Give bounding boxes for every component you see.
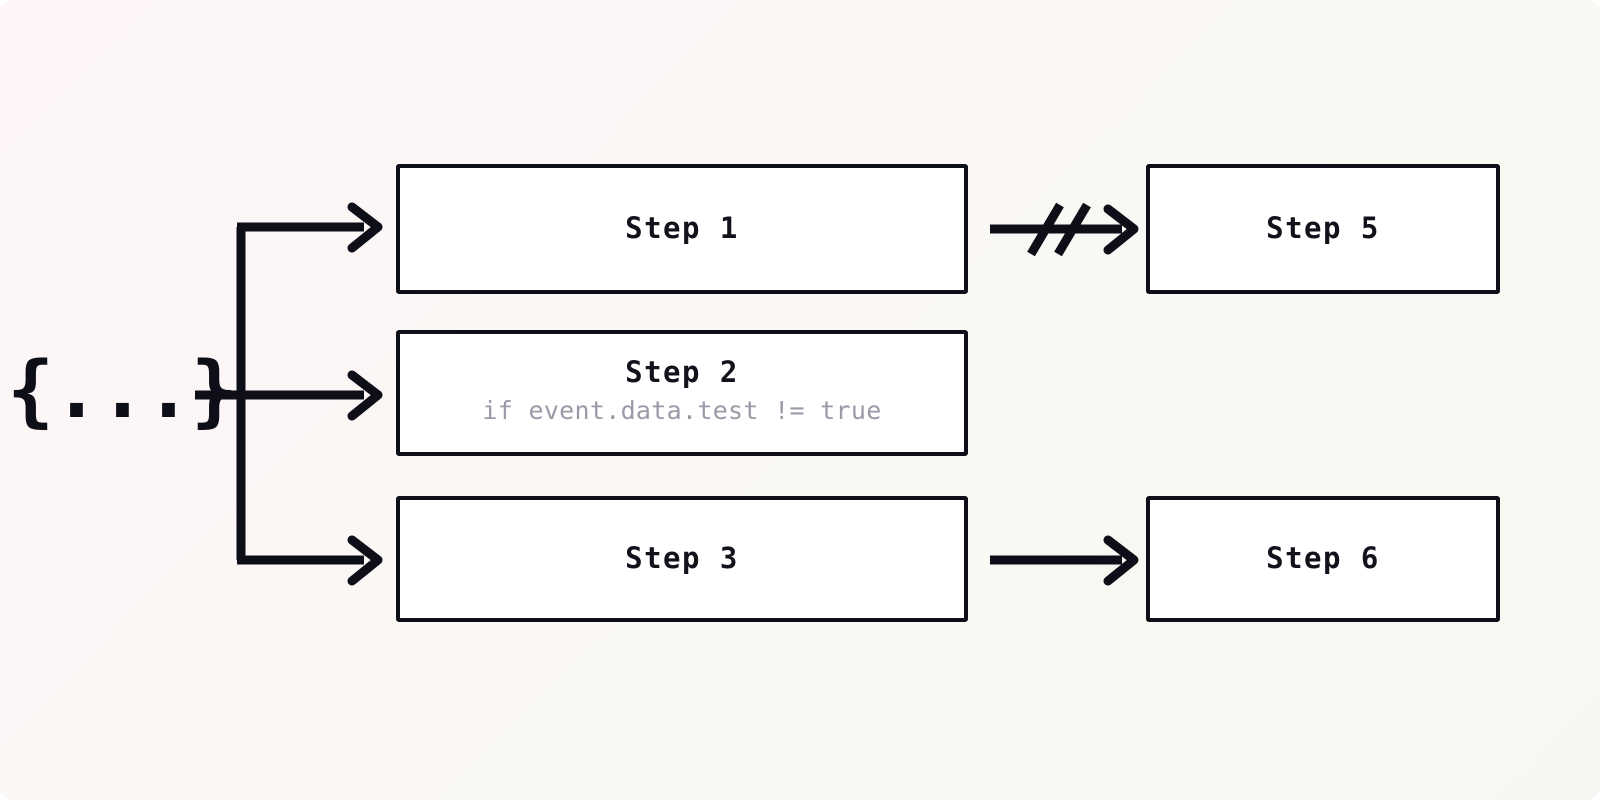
step-title: Step 2 xyxy=(625,355,739,390)
step-node-step-5[interactable]: Step 5 xyxy=(1146,164,1500,294)
step-title: Step 6 xyxy=(1266,541,1380,576)
edge-step-3-step-6 xyxy=(990,535,1139,586)
edge-trigger-step-3 xyxy=(237,535,383,586)
event-payload-trigger[interactable]: {...} xyxy=(7,341,238,441)
json-braces-icon: {...} xyxy=(7,346,238,436)
step-node-step-3[interactable]: Step 3 xyxy=(396,496,968,622)
edge-trigger-step-1-arrowhead xyxy=(347,202,383,253)
edge-skip-slash-second xyxy=(1054,202,1091,257)
step-title: Step 5 xyxy=(1266,211,1380,246)
edge-trigger-step-1 xyxy=(237,202,383,253)
step-node-step-6[interactable]: Step 6 xyxy=(1146,496,1500,622)
step-title: Step 3 xyxy=(625,541,739,576)
edge-step-3-step-6-arrowhead xyxy=(1103,535,1139,586)
step-node-step-2[interactable]: Step 2 if event.data.test != true xyxy=(396,330,968,456)
step-title: Step 1 xyxy=(625,211,739,246)
step-condition: if event.data.test != true xyxy=(482,395,882,425)
edge-skip-slash-first xyxy=(1027,202,1064,257)
edge-trigger-step-2-arrowhead xyxy=(347,370,383,421)
edge-step-1-step-5-arrowhead xyxy=(1103,204,1139,255)
edge-trigger-step-2 xyxy=(241,370,383,421)
edge-step-1-step-5 xyxy=(990,202,1139,257)
edge-trigger-step-3-arrowhead xyxy=(347,535,383,586)
step-node-step-1[interactable]: Step 1 xyxy=(396,164,968,294)
